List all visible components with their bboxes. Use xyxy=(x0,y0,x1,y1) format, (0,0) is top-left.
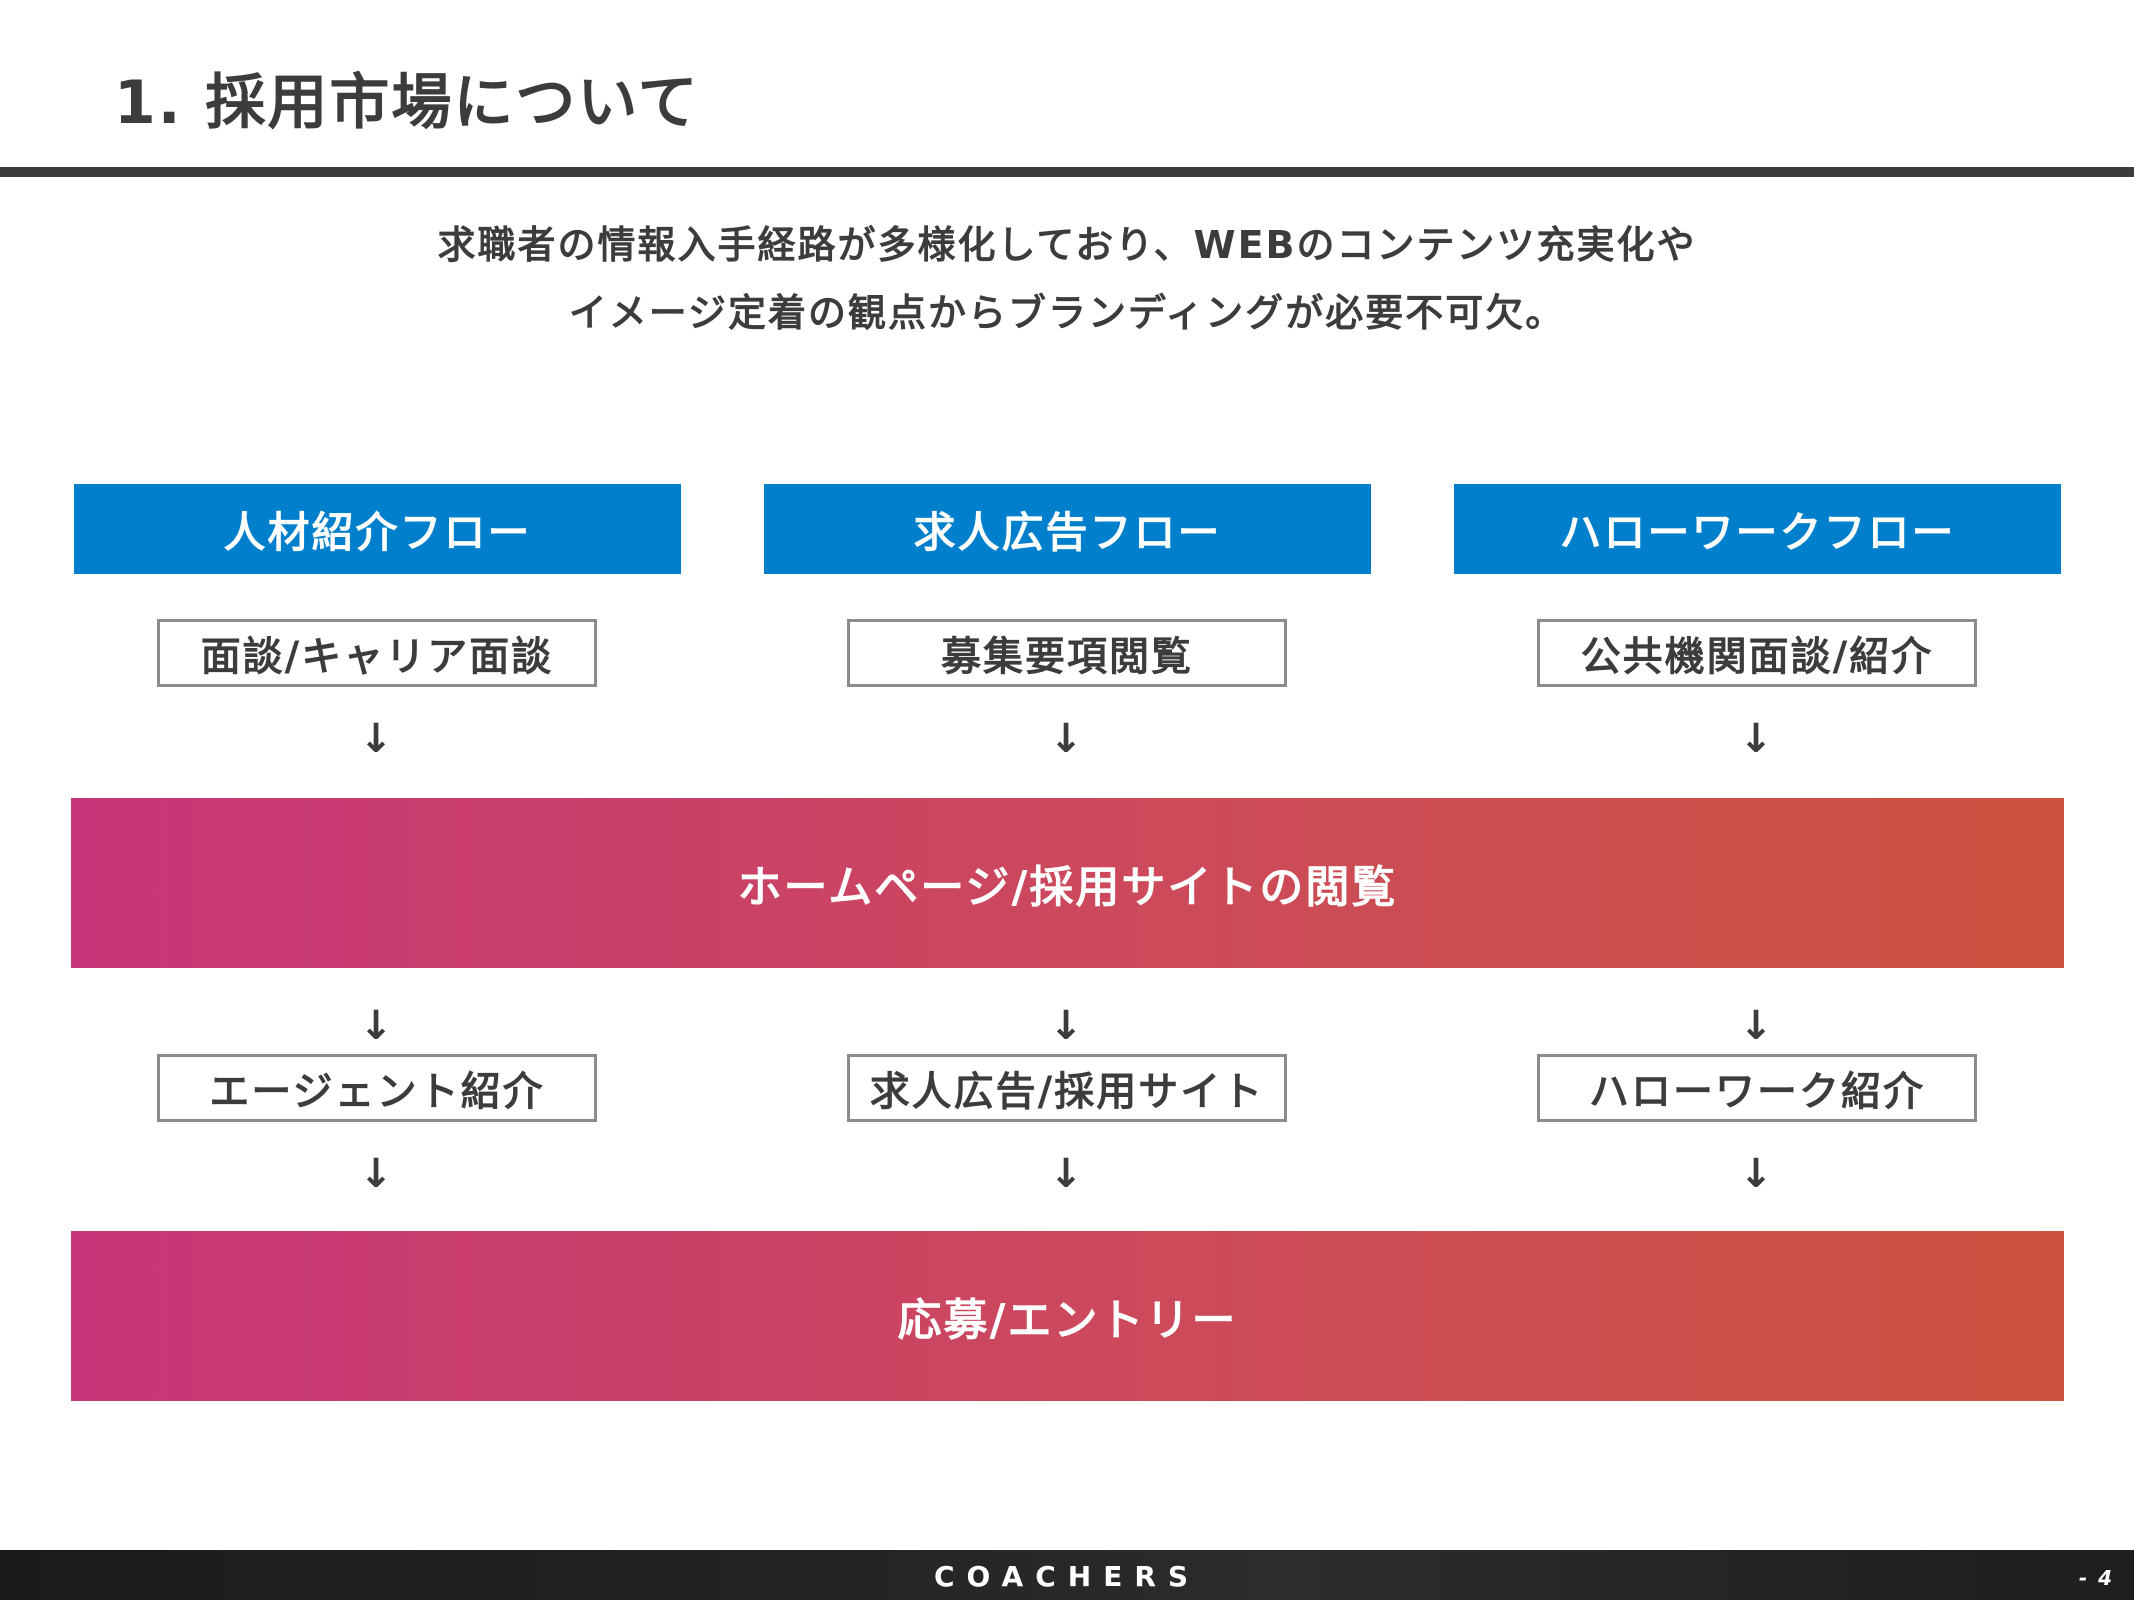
arrow-down-icon: ↓ xyxy=(1049,716,1083,762)
step-job-posting-view: 募集要項閲覧 xyxy=(847,619,1287,687)
step-interview: 面談/キャリア面談 xyxy=(157,619,597,687)
step-hellowork-referral: ハローワーク紹介 xyxy=(1537,1054,1977,1122)
flow-header-job-ad: 求人広告フロー xyxy=(764,484,1371,574)
title-divider xyxy=(0,167,2134,177)
flow-header-agency: 人材紹介フロー xyxy=(74,484,681,574)
footer-bar: COACHERS - 4 xyxy=(0,1550,2134,1600)
arrow-down-icon: ↓ xyxy=(1739,1003,1773,1049)
arrow-down-icon: ↓ xyxy=(359,1151,393,1197)
band-homepage-view: ホームページ/採用サイトの閲覧 xyxy=(71,798,2064,968)
page-title: 1. 採用市場について xyxy=(114,68,700,138)
arrow-down-icon: ↓ xyxy=(1049,1151,1083,1197)
lead-text-line-1: 求職者の情報入手経路が多様化しており、WEBのコンテンツ充実化や xyxy=(437,223,1697,267)
arrow-down-icon: ↓ xyxy=(359,1003,393,1049)
flow-header-hellowork: ハローワークフロー xyxy=(1454,484,2061,574)
arrow-down-icon: ↓ xyxy=(1739,716,1773,762)
arrow-down-icon: ↓ xyxy=(1739,1151,1773,1197)
band-application-entry: 応募/エントリー xyxy=(71,1231,2064,1401)
arrow-down-icon: ↓ xyxy=(1049,1003,1083,1049)
step-agent-referral: エージェント紹介 xyxy=(157,1054,597,1122)
footer-brand-logo: COACHERS xyxy=(933,1560,1201,1593)
step-public-agency: 公共機関面談/紹介 xyxy=(1537,619,1977,687)
page-number: - 4 xyxy=(2078,1566,2114,1590)
step-job-ad-site: 求人広告/採用サイト xyxy=(847,1054,1287,1122)
arrow-down-icon: ↓ xyxy=(359,716,393,762)
lead-text-line-2: イメージ定着の観点からブランディングが必要不可欠。 xyxy=(568,291,1566,335)
